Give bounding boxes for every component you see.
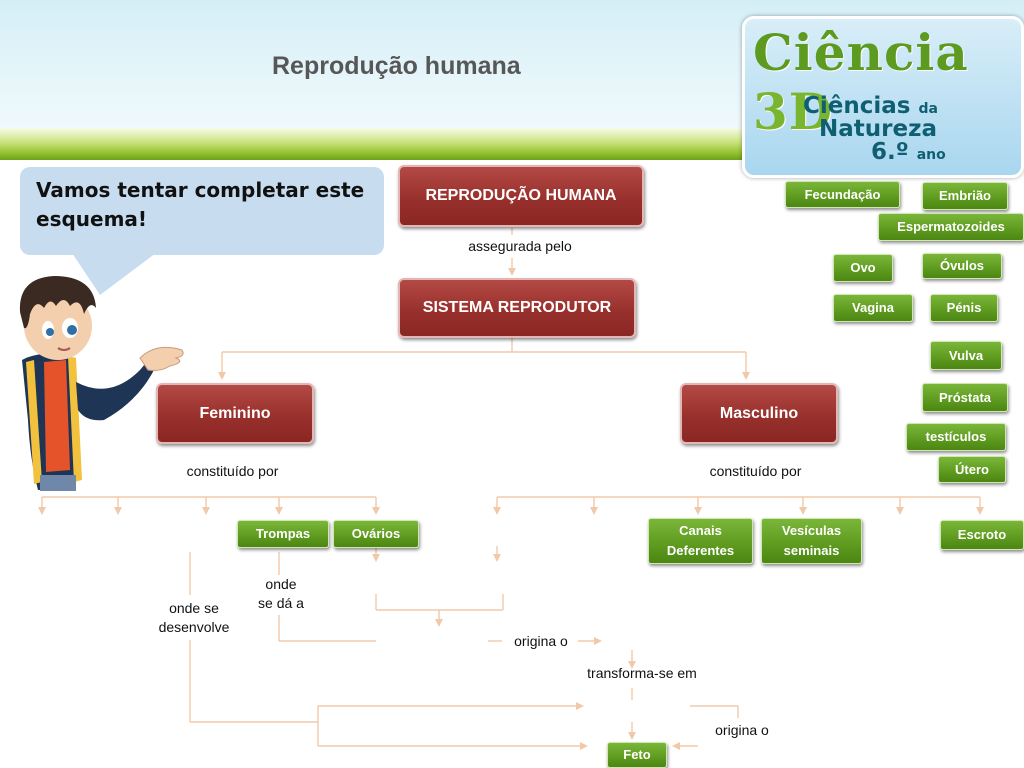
word-vagina[interactable]: Vagina bbox=[833, 294, 913, 322]
placed-trompas[interactable]: Trompas bbox=[237, 520, 329, 548]
label-transforma-se-em: transforma-se em bbox=[587, 665, 697, 681]
label-onde-se-da-a: onde se dá a bbox=[258, 576, 304, 611]
speech-bubble-text: Vamos tentar completar este esquema! bbox=[36, 178, 365, 231]
label-onde-se-desenvolve: onde se desenvolve bbox=[158, 600, 230, 635]
word-testiculos[interactable]: testículos bbox=[906, 423, 1006, 451]
word-embriao[interactable]: Embrião bbox=[922, 182, 1008, 210]
label-feminino-constituido-por: constituído por bbox=[186, 463, 279, 479]
box-masculino: Masculino bbox=[680, 383, 838, 444]
label-origina-o-2: origina o bbox=[715, 722, 769, 738]
word-fecundacao[interactable]: Fecundação bbox=[785, 181, 900, 208]
box-feminino: Feminino bbox=[156, 383, 314, 444]
logo-line-1: Ciências da bbox=[803, 93, 938, 119]
placed-vesiculas-seminais[interactable]: Vesículas seminais bbox=[761, 518, 862, 564]
placed-escroto[interactable]: Escroto bbox=[940, 520, 1024, 550]
boy-character-illustration bbox=[19, 276, 184, 491]
book-logo: Ciência 3D Ciências da Natureza 6.º ano bbox=[742, 16, 1024, 178]
speech-bubble bbox=[20, 167, 384, 255]
word-espermatozoides[interactable]: Espermatozoides bbox=[878, 213, 1024, 241]
placed-ovarios[interactable]: Ovários bbox=[333, 520, 419, 548]
box-reproducao-humana: REPRODUÇÃO HUMANA bbox=[398, 165, 644, 227]
logo-line-2: Natureza bbox=[819, 116, 937, 142]
label-masculino-constituido-por: constituído por bbox=[709, 463, 802, 479]
placed-canais-deferentes[interactable]: Canais Deferentes bbox=[648, 518, 753, 564]
word-utero[interactable]: Útero bbox=[938, 456, 1006, 483]
word-ovulos[interactable]: Óvulos bbox=[922, 253, 1002, 279]
word-prostata[interactable]: Próstata bbox=[922, 383, 1008, 412]
logo-line-3: 6.º ano bbox=[871, 139, 946, 165]
label-origina-o-1: origina o bbox=[514, 633, 568, 649]
label-assegurada-pelo: assegurada pelo bbox=[468, 238, 572, 254]
word-penis[interactable]: Pénis bbox=[930, 294, 998, 322]
word-vulva[interactable]: Vulva bbox=[930, 341, 1002, 370]
box-sistema-reprodutor: SISTEMA REPRODUTOR bbox=[398, 278, 636, 338]
page-title: Reprodução humana bbox=[272, 52, 521, 80]
logo-brand: Ciência 3D bbox=[753, 23, 969, 141]
word-ovo[interactable]: Ovo bbox=[833, 254, 893, 282]
placed-feto[interactable]: Feto bbox=[607, 742, 667, 768]
